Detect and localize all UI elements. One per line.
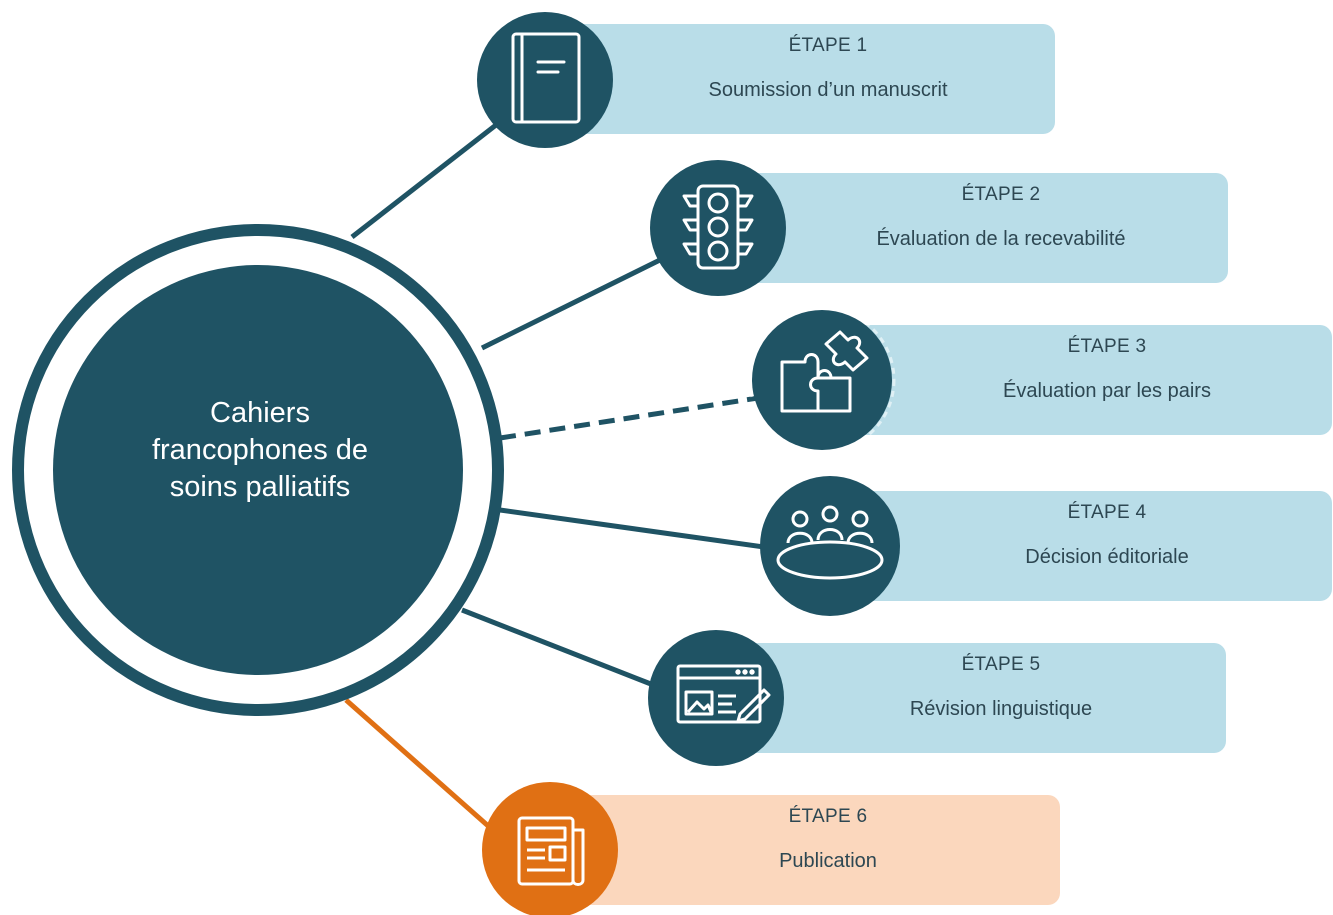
step-4-icon-circle (760, 476, 900, 616)
step-label: ÉTAPE 2 (961, 184, 1041, 205)
connector-step-3 (499, 395, 759, 441)
step-1-text: ÉTAPE 1 Soumission d’un manuscrit (613, 34, 1043, 103)
hub-title: Cahiers francophones de soins palliatifs (120, 395, 400, 506)
step-6-text: ÉTAPE 6 Publication (613, 805, 1043, 874)
meeting-table-icon (776, 505, 884, 580)
step-label: ÉTAPE 1 (788, 35, 868, 56)
step-5-text: ÉTAPE 5 Révision linguistique (786, 653, 1216, 722)
step-4-text: ÉTAPE 4 Décision éditoriale (892, 501, 1322, 570)
connector-step-2 (480, 253, 670, 351)
step-title: Évaluation de la recevabilité (876, 228, 1126, 250)
step-label: ÉTAPE 6 (788, 806, 868, 827)
step-title: Révision linguistique (909, 698, 1093, 720)
connector-step-6 (344, 698, 497, 834)
step-title: Évaluation par les pairs (1003, 380, 1211, 402)
step-4-box (822, 491, 1332, 601)
step-3-icon-circle (752, 310, 892, 450)
web-editor-icon (676, 664, 771, 724)
newspaper-icon (517, 816, 585, 886)
step-1-box (540, 24, 1055, 134)
step-title: Soumission d’un manuscrit (708, 79, 948, 101)
connector-step-4 (499, 507, 765, 550)
step-3-dashed-ring (748, 306, 896, 454)
traffic-light-icon (682, 184, 754, 270)
step-label: ÉTAPE 3 (1067, 336, 1147, 357)
step-3-text: ÉTAPE 3 Évaluation par les pairs (892, 335, 1322, 404)
step-3-box (822, 325, 1332, 435)
step-title: Publication (779, 850, 877, 872)
hub-title-line-3: soins palliatifs (169, 471, 351, 503)
puzzle-icon (780, 330, 869, 413)
step-5-box (716, 643, 1226, 753)
step-6-box (545, 795, 1060, 905)
hub-title-line-1: Cahiers (210, 397, 310, 429)
step-label: ÉTAPE 4 (1067, 502, 1147, 523)
document-icon (511, 32, 581, 124)
connector-step-5 (461, 607, 657, 689)
connector-step-1 (350, 116, 507, 239)
step-2-box (718, 173, 1228, 283)
step-5-icon-circle (648, 630, 784, 766)
step-title: Décision éditoriale (1025, 546, 1189, 568)
step-2-text: ÉTAPE 2 Évaluation de la recevabilité (786, 183, 1216, 252)
step-1-icon-circle (477, 12, 613, 148)
step-label: ÉTAPE 5 (961, 654, 1041, 675)
step-2-icon-circle (650, 160, 786, 296)
hub-title-line-2: francophones de (151, 434, 369, 466)
hub-inner-circle (53, 265, 463, 675)
